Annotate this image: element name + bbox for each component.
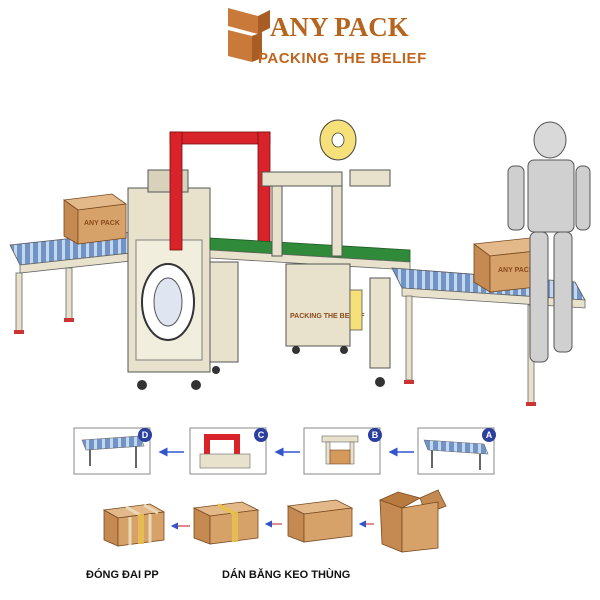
step-c-badge — [254, 428, 268, 442]
open-carton-icon — [378, 489, 447, 553]
step-a-badge — [482, 428, 496, 442]
step-a-thumbnail: A — [417, 427, 496, 475]
machine-print: PACKING THE BELIEF — [290, 313, 365, 320]
taped-carton-icon — [192, 501, 260, 545]
carton-on-left-conveyor: ANY PACK — [62, 193, 128, 245]
brand-name: ANY PACK — [270, 12, 409, 42]
box-logo-icon — [228, 8, 270, 62]
step-d-thumbnail: D — [73, 427, 152, 475]
main-machine: ANY PACK — [9, 119, 591, 406]
red-arch-frame — [169, 131, 271, 251]
carton-print-right: ANY PACK — [498, 267, 534, 274]
closed-carton-icon — [286, 499, 354, 543]
caption-taping: DÁN BĂNG KEO THÙNG — [222, 568, 350, 581]
caption-strapping: ĐÓNG ĐAI PP — [86, 568, 159, 581]
taping-machine: PACKING THE BELIEF — [261, 119, 391, 387]
brand-logo: ANY PACK PACKING THE BELIEF — [228, 8, 427, 67]
process-steps: D C B — [73, 427, 496, 475]
strapping-machine — [127, 169, 239, 390]
step-b-thumbnail: B — [303, 427, 382, 475]
step-d-label: D — [142, 430, 149, 440]
step-a-label: A — [486, 430, 493, 440]
brand-tagline: PACKING THE BELIEF — [258, 50, 427, 67]
robot-operator-icon — [507, 121, 591, 363]
step-d-badge — [138, 428, 152, 442]
step-c-thumbnail: C — [189, 427, 268, 475]
strapped-carton-icon — [102, 503, 166, 547]
step-c-label: C — [258, 430, 265, 440]
step-b-label: B — [372, 430, 379, 440]
carton-progression — [102, 489, 447, 553]
carton-print: ANY PACK — [84, 220, 120, 227]
left-conveyor — [9, 231, 141, 334]
step-b-badge — [368, 428, 382, 442]
